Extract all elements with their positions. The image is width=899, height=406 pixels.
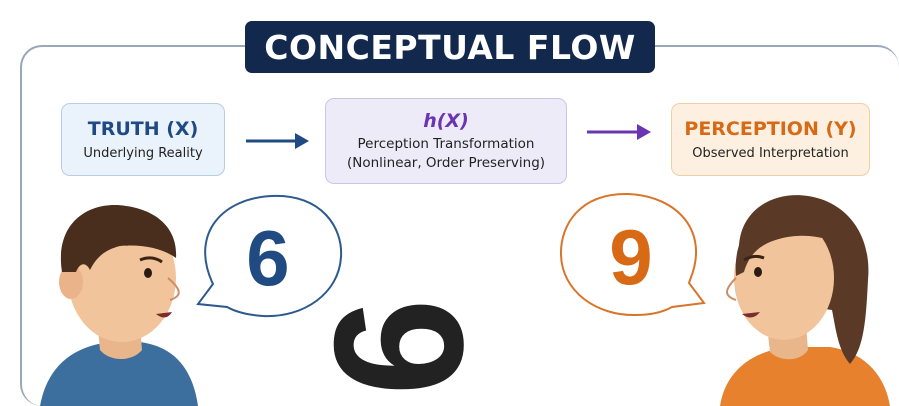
transform-title: h(X): [423, 110, 469, 133]
right-speech-bubble: [559, 192, 706, 317]
man-avatar: [40, 205, 198, 406]
truth-subtitle: Underlying Reality: [83, 146, 203, 161]
perception-subtitle: Observed Interpretation: [692, 146, 849, 161]
truth-title: TRUTH (X): [87, 118, 199, 140]
perception-title: PERCEPTION (Y): [684, 118, 857, 140]
right-bubble-number: 9: [609, 213, 652, 301]
transform-box: h(X) Perception Transformation (Nonlinea…: [325, 98, 567, 184]
left-bubble-number: 6: [246, 214, 289, 302]
center-rotated-digit: 6: [297, 298, 502, 395]
woman-avatar: [720, 195, 890, 406]
transform-line2: (Nonlinear, Order Preserving): [346, 154, 546, 171]
truth-box: TRUTH (X) Underlying Reality: [61, 103, 225, 176]
perception-box: PERCEPTION (Y) Observed Interpretation: [671, 103, 870, 176]
arrow-transform-to-perception: [587, 124, 651, 140]
diagram-title: CONCEPTUAL FLOW: [264, 27, 636, 67]
left-speech-bubble: [196, 194, 343, 318]
transform-line1: Perception Transformation: [357, 136, 535, 153]
arrow-truth-to-transform: [246, 133, 309, 149]
title-banner: CONCEPTUAL FLOW: [245, 21, 655, 73]
